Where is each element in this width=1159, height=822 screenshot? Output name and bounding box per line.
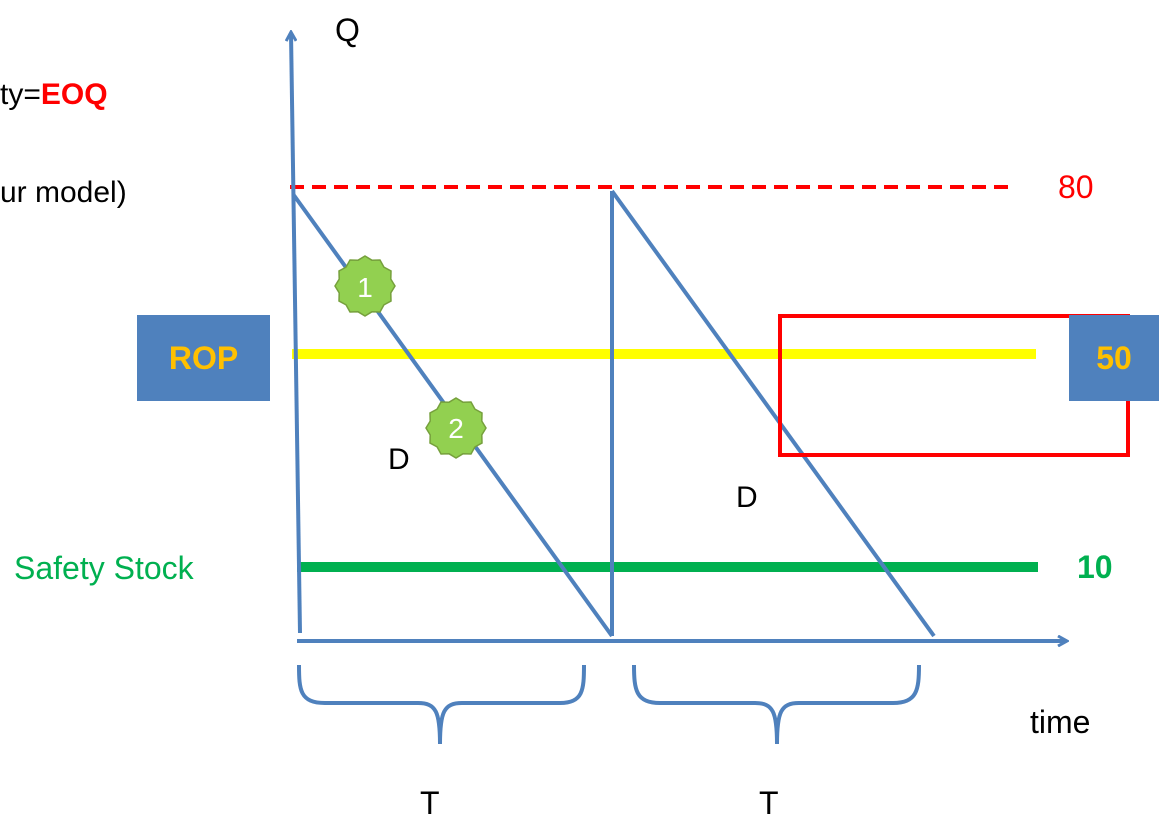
demand-label: D [388,443,410,476]
model-note-fragment: ur model) [0,176,127,209]
order-quantity-prefix: ty= [0,78,41,111]
y-axis [291,33,302,634]
cycle-label: T [420,785,440,821]
cycle-label: T [759,785,779,821]
step-number: 2 [448,413,464,444]
cycle-brace-2 [632,664,921,745]
y-axis-label: Q [335,12,360,48]
safety-stock-label: Safety Stock [14,550,194,586]
rop-label: ROP [168,339,239,376]
safety-stock-value: 10 [1077,549,1113,585]
order-level-value: 80 [1058,169,1094,205]
step-number: 1 [357,272,373,303]
order-quantity-fragment: ty=EOQ [0,78,108,112]
rop-value-box: 50 [1069,315,1159,401]
depletion-line-2 [610,189,936,638]
rop-label-box: ROP [137,315,270,401]
x-axis-label: time [1030,704,1091,740]
rop-value: 50 [1096,339,1132,376]
step-badge-2 [425,397,487,459]
cycle-brace-1 [297,664,586,745]
demand-label: D [736,481,758,514]
step-badge-1 [334,255,396,317]
eoq-label: EOQ [40,78,108,111]
